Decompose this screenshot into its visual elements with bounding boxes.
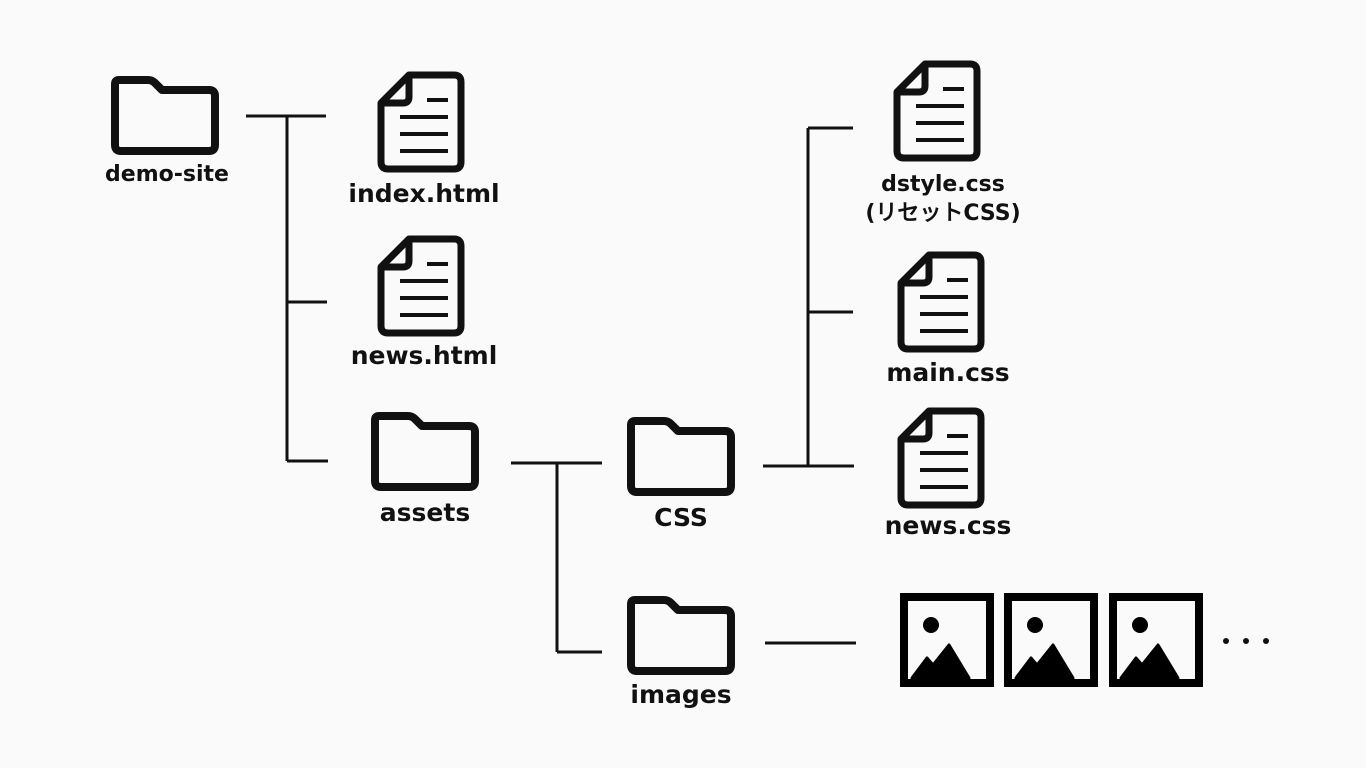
ellipsis-icon	[1223, 638, 1269, 644]
node-assets-label: assets	[379, 498, 471, 527]
image-icon	[1109, 593, 1203, 687]
node-dstyle-label: dstyle.css	[881, 172, 1005, 197]
image-icon	[1004, 593, 1098, 687]
node-main-css-label: main.css	[886, 358, 1010, 387]
node-demo-site-label: demo-site	[105, 162, 229, 187]
folder-icon	[626, 415, 736, 497]
node-css-label: CSS	[654, 503, 708, 532]
file-icon	[892, 59, 982, 163]
folder-icon	[110, 74, 220, 156]
node-images-label: images	[630, 680, 732, 709]
file-icon	[376, 234, 466, 338]
node-news-html-label: news.html	[350, 341, 498, 370]
file-icon	[896, 406, 986, 510]
image-icon	[900, 593, 994, 687]
node-index-html-label: index.html	[348, 179, 500, 208]
node-dstyle-sublabel: (リセットCSS)	[865, 201, 1021, 226]
folder-icon	[626, 594, 736, 676]
file-icon	[376, 70, 466, 174]
file-icon	[896, 250, 986, 354]
folder-icon	[370, 410, 480, 492]
node-news-css-label: news.css	[884, 511, 1012, 540]
